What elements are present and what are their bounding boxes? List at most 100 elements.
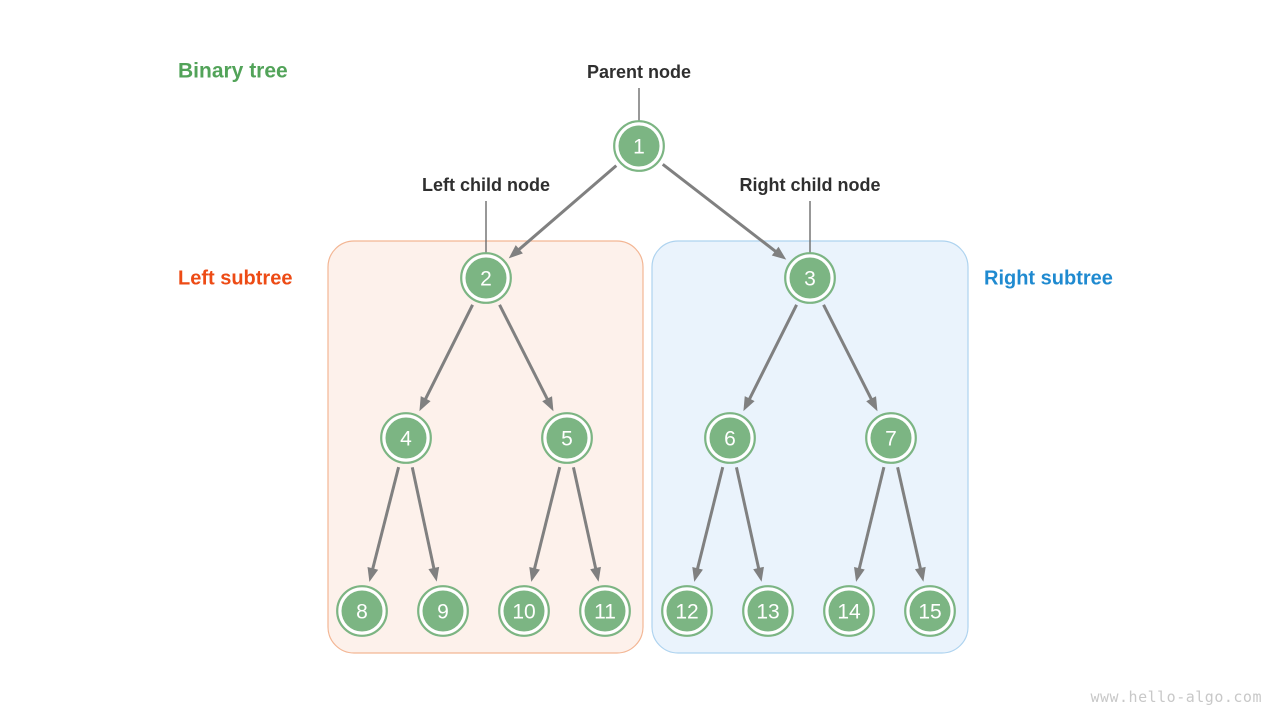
node-value-label: 9 <box>437 601 449 624</box>
node-value-label: 1 <box>633 136 645 159</box>
tree-node-7[interactable]: 7 <box>865 412 917 464</box>
tree-node-15[interactable]: 15 <box>904 585 956 637</box>
node-ring-gap <box>615 122 663 170</box>
node-value-label: 12 <box>675 601 698 624</box>
parent-node-label: Parent node <box>587 62 691 82</box>
tree-node-11[interactable]: 11 <box>579 585 631 637</box>
node-ring <box>460 252 512 304</box>
node-ring <box>417 585 469 637</box>
arrowhead-n2-n5 <box>542 396 554 412</box>
tree-edge-n6-n13 <box>734 466 761 571</box>
tree-edge-n6-n12 <box>695 466 725 571</box>
node-ring <box>380 412 432 464</box>
node-disc <box>666 590 708 632</box>
node-disc <box>546 417 588 459</box>
node-value-label: 15 <box>918 601 941 624</box>
node-ring <box>579 585 631 637</box>
tree-edge-n5-n11 <box>571 466 598 571</box>
node-ring-gap <box>744 587 792 635</box>
node-value-label: 8 <box>356 601 368 624</box>
right-subtree-label: Right subtree <box>984 267 1113 289</box>
arrowhead-n1-n3 <box>771 246 787 260</box>
annotation-leader-lines <box>485 88 811 254</box>
node-ring-gap <box>825 587 873 635</box>
node-disc <box>789 257 831 299</box>
node-ring-gap <box>786 254 834 302</box>
site-watermark: www.hello-algo.com <box>1090 688 1262 706</box>
node-disc <box>709 417 751 459</box>
node-ring-gap <box>906 587 954 635</box>
tree-node-5[interactable]: 5 <box>541 412 593 464</box>
node-ring-gap <box>500 587 548 635</box>
left-subtree-label: Left subtree <box>178 267 292 289</box>
node-ring-gap <box>706 414 754 462</box>
node-value-label: 2 <box>480 268 492 291</box>
tree-node-3[interactable]: 3 <box>784 252 836 304</box>
node-value-label: 11 <box>594 601 616 624</box>
node-ring-gap <box>419 587 467 635</box>
tree-node-6[interactable]: 6 <box>704 412 756 464</box>
node-disc <box>385 417 427 459</box>
node-value-label: 5 <box>561 428 573 451</box>
arrowhead-n4-n9 <box>428 566 440 582</box>
node-ring <box>336 585 388 637</box>
node-ring <box>742 585 794 637</box>
node-ring <box>704 412 756 464</box>
node-ring-gap <box>663 587 711 635</box>
tree-node-10[interactable]: 10 <box>498 585 550 637</box>
node-ring <box>661 585 713 637</box>
node-ring-gap <box>543 414 591 462</box>
tree-edge-n1-n2 <box>516 164 618 252</box>
node-disc <box>828 590 870 632</box>
right-child-node-label: Right child node <box>740 175 881 195</box>
node-disc <box>870 417 912 459</box>
node-value-label: 7 <box>885 428 897 451</box>
tree-edge-n4-n8 <box>370 466 401 571</box>
tree-edge-n2-n5 <box>498 304 550 402</box>
node-ring-gap <box>581 587 629 635</box>
node-value-label: 6 <box>724 428 736 451</box>
arrowhead-n1-n2 <box>508 245 523 259</box>
diagram-title: Binary tree <box>178 60 288 83</box>
node-disc <box>465 257 507 299</box>
node-disc <box>909 590 951 632</box>
node-disc <box>341 590 383 632</box>
tree-edge-n1-n3 <box>661 163 778 254</box>
tree-edge-n2-n4 <box>423 304 474 402</box>
node-value-label: 13 <box>756 601 779 624</box>
node-ring-gap <box>338 587 386 635</box>
tree-node-4[interactable]: 4 <box>380 412 432 464</box>
tree-edge-n7-n14 <box>857 466 886 571</box>
tree-node-8[interactable]: 8 <box>336 585 388 637</box>
tree-node-1[interactable]: 1 <box>613 120 665 172</box>
node-ring-gap <box>867 414 915 462</box>
node-ring <box>613 120 665 172</box>
left-child-node-label: Left child node <box>422 175 550 195</box>
node-ring <box>904 585 956 637</box>
tree-node-9[interactable]: 9 <box>417 585 469 637</box>
node-value-label: 3 <box>804 268 816 291</box>
tree-node-14[interactable]: 14 <box>823 585 875 637</box>
node-disc <box>422 590 464 632</box>
arrowhead-n3-n6 <box>743 396 755 412</box>
node-ring <box>823 585 875 637</box>
tree-node-13[interactable]: 13 <box>742 585 794 637</box>
arrowhead-n6-n13 <box>753 566 764 582</box>
tree-node-12[interactable]: 12 <box>661 585 713 637</box>
tree-edge-n5-n10 <box>532 466 562 571</box>
arrowhead-n5-n10 <box>529 566 540 582</box>
tree-edge-n3-n7 <box>822 304 874 402</box>
tree-edge-n7-n15 <box>896 466 923 571</box>
node-value-label: 4 <box>400 428 412 451</box>
tree-edge-n3-n6 <box>747 304 798 402</box>
tree-node-2[interactable]: 2 <box>460 252 512 304</box>
node-value-label: 14 <box>837 601 861 624</box>
node-disc <box>747 590 789 632</box>
tree-edges <box>367 163 926 582</box>
subtree-regions <box>327 240 969 654</box>
tree-edge-n4-n9 <box>410 467 436 571</box>
